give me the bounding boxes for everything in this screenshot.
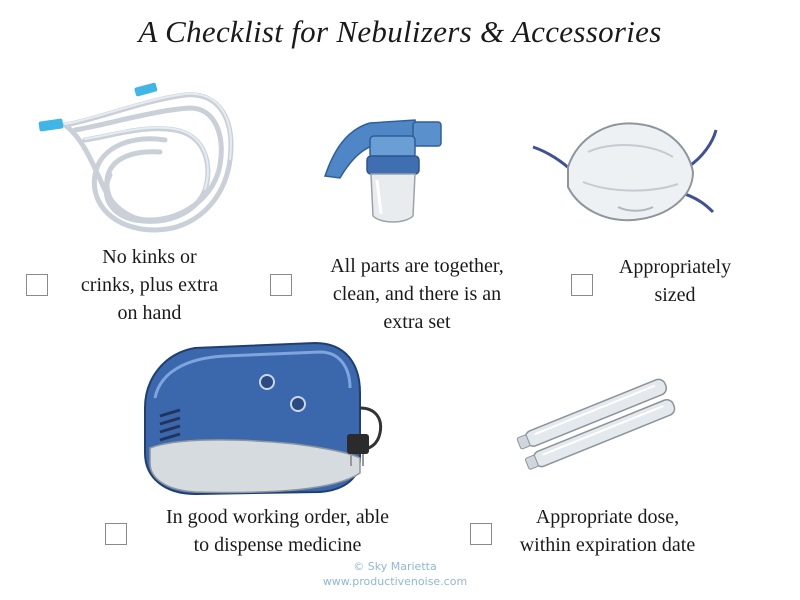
item-label: Appropriate dose, within expiration date	[519, 506, 696, 556]
item-label: All parts are together, clean, and there…	[330, 255, 504, 333]
item-label: Appropriately sized	[618, 256, 732, 306]
nebulizer-cup-icon	[323, 119, 442, 223]
medicine-vials-icon	[516, 378, 676, 470]
item-label: No kinks or crinks, plus extra on hand	[80, 246, 219, 324]
checkbox-medicine[interactable]	[470, 523, 492, 545]
checkbox-mask[interactable]	[571, 274, 593, 296]
face-mask-icon	[532, 122, 718, 222]
item-label: In good working order, able to dispense …	[165, 506, 390, 556]
checkbox-tubing[interactable]	[26, 274, 48, 296]
checkbox-parts[interactable]	[270, 274, 292, 296]
checkbox-compressor[interactable]	[105, 523, 127, 545]
tubing-icon	[38, 82, 234, 233]
compressor-icon	[144, 341, 383, 496]
credit-author: © Sky Marietta	[353, 560, 437, 573]
credit-url: www.productivenoise.com	[322, 575, 468, 588]
credit-watermark: © Sky Marietta www.productivenoise.com	[300, 559, 490, 589]
page-title: A Checklist for Nebulizers & Accessories	[138, 14, 662, 49]
